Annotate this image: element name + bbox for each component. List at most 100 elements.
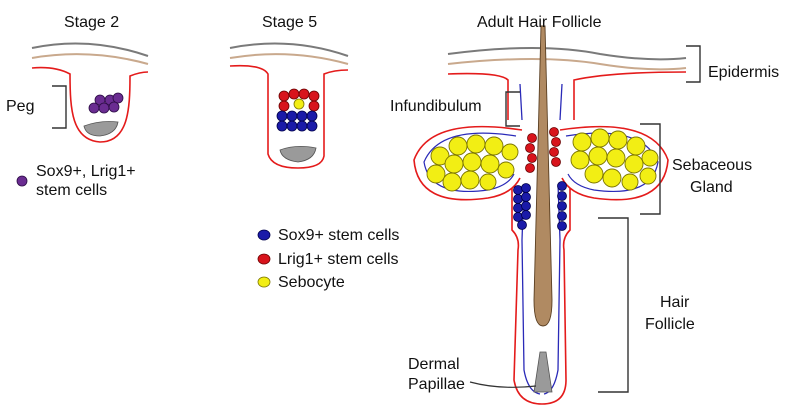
adult-sox9-cell <box>521 183 531 193</box>
main-legend-dots <box>257 229 271 288</box>
stage5-lrig1-cell <box>298 88 310 100</box>
stage2-legend-line2: stem cells <box>36 182 108 199</box>
stage2-stem-cell <box>108 101 120 113</box>
stage2-title: Stage 2 <box>64 14 120 31</box>
stage2-dermal-condensate <box>83 121 119 137</box>
legend-label-lrig1: Lrig1+ stem cells <box>278 251 399 268</box>
stage5-epidermis-gray <box>229 42 349 57</box>
sebocyte <box>606 148 626 168</box>
dermal-papillae-pointer <box>469 381 537 388</box>
stage5-sox9-cell <box>306 120 318 132</box>
adult-sox9-cell <box>557 201 567 211</box>
sebocyte <box>460 170 480 190</box>
sebocyte <box>570 150 590 170</box>
adult-lrig1-cell <box>525 163 535 173</box>
stage5-sox9-cells <box>276 110 318 132</box>
adult-sox9-cells <box>513 181 567 231</box>
dermal-papilla <box>533 351 553 393</box>
stage5-lrig1-cell <box>278 90 290 102</box>
adult-sox9-cell <box>557 211 567 221</box>
epidermis-label: Epidermis <box>708 64 780 81</box>
legend-dot-sebocyte <box>257 276 271 288</box>
adult-lrig1-cell <box>551 157 561 167</box>
stage5-follicle-outline <box>229 64 349 169</box>
follicle-outer-outline-right <box>541 71 687 405</box>
stage5-lrig1-cell <box>308 90 320 102</box>
adult-sox9-cell <box>521 192 531 202</box>
follicle-inner-sheath-right <box>543 83 563 395</box>
left-gland-sebocytes <box>426 134 519 192</box>
legend-dot-lrig1 <box>257 253 271 265</box>
adult-sox9-cell <box>521 210 531 220</box>
sebaceous-gland-left-outline <box>413 125 523 201</box>
stage5-lrig1-cells <box>278 88 320 112</box>
stage5-sox9-cell <box>306 110 318 122</box>
adult-sox9-cell <box>521 201 531 211</box>
stage5-sox9-cell <box>286 110 298 122</box>
adult-epidermis-tan <box>447 58 687 71</box>
stage2-legend-line1: Sox9+, Lrig1+ <box>36 163 136 180</box>
adult-sox9-cell <box>513 203 523 213</box>
adult-sox9-cell <box>557 181 567 191</box>
adult-lrig1-cell <box>549 147 559 157</box>
sebaceous-label-line1: Sebaceous <box>672 157 753 174</box>
sebocyte <box>639 167 657 185</box>
stage5-dermal-papilla <box>279 146 317 163</box>
stage5-lrig1-cell <box>278 100 290 112</box>
stage5-sox9-cell <box>296 120 308 132</box>
sebocyte <box>624 154 644 174</box>
adult-lrig1-cell <box>549 127 559 137</box>
stage2-stem-cell <box>88 102 100 114</box>
stage5-epidermis-tan <box>229 53 349 65</box>
legend-label-sebocyte: Sebocyte <box>278 274 345 291</box>
stage2-peg-outline <box>31 66 149 143</box>
adult-lrig1-cell <box>551 137 561 147</box>
adult-lrig1-cell <box>527 133 537 143</box>
epidermis-bracket <box>686 45 701 83</box>
right-gland-sebocytes <box>570 128 659 191</box>
sebaceous-gland-right-outline <box>559 125 669 201</box>
sebocyte <box>466 134 486 154</box>
adult-epidermis-gray <box>447 47 687 61</box>
sebocyte <box>497 161 515 179</box>
infundibulum-label: Infundibulum <box>390 98 482 115</box>
sebocyte <box>462 152 482 172</box>
stage5-sox9-cell <box>296 110 308 122</box>
sebocyte <box>588 146 608 166</box>
sebocyte <box>480 154 500 174</box>
stage2-cell-cluster <box>88 92 124 114</box>
sebocyte <box>484 136 504 156</box>
dermal-papillae-label-line1: Dermal <box>408 356 460 373</box>
sebocyte <box>448 136 468 156</box>
hair-shaft <box>533 25 553 327</box>
stage5-lrig1-cell <box>308 100 320 112</box>
legend-label-sox9: Sox9+ stem cells <box>278 227 400 244</box>
stage2-legend-dot <box>16 175 28 187</box>
adult-lrig1-cell <box>525 143 535 153</box>
stage5-sox9-cell <box>276 110 288 122</box>
stage2-stem-cell <box>98 102 110 114</box>
stage2-structure <box>16 42 149 187</box>
peg-bracket <box>52 85 67 129</box>
hair-follicle-label-line2: Follicle <box>645 316 695 333</box>
sebocyte <box>608 130 628 150</box>
sebocyte <box>442 172 462 192</box>
hair-follicle-label-line1: Hair <box>660 294 690 311</box>
stage2-epidermis-gray <box>31 42 149 57</box>
sebocyte <box>501 143 519 161</box>
sebocyte <box>444 154 464 174</box>
sebocyte <box>426 164 446 184</box>
sebocyte <box>626 136 646 156</box>
follicle-outer-outline-left <box>447 72 543 405</box>
adult-title: Adult Hair Follicle <box>477 14 602 31</box>
stage5-structure <box>229 42 349 169</box>
sebocyte <box>572 132 592 152</box>
follicle-inner-sheath-left <box>519 83 541 395</box>
peg-label: Peg <box>6 98 35 115</box>
sebocyte <box>621 173 639 191</box>
hair-follicle-bracket <box>598 217 629 393</box>
adult-sox9-cell <box>513 185 523 195</box>
stage2-stem-cell <box>112 92 124 104</box>
